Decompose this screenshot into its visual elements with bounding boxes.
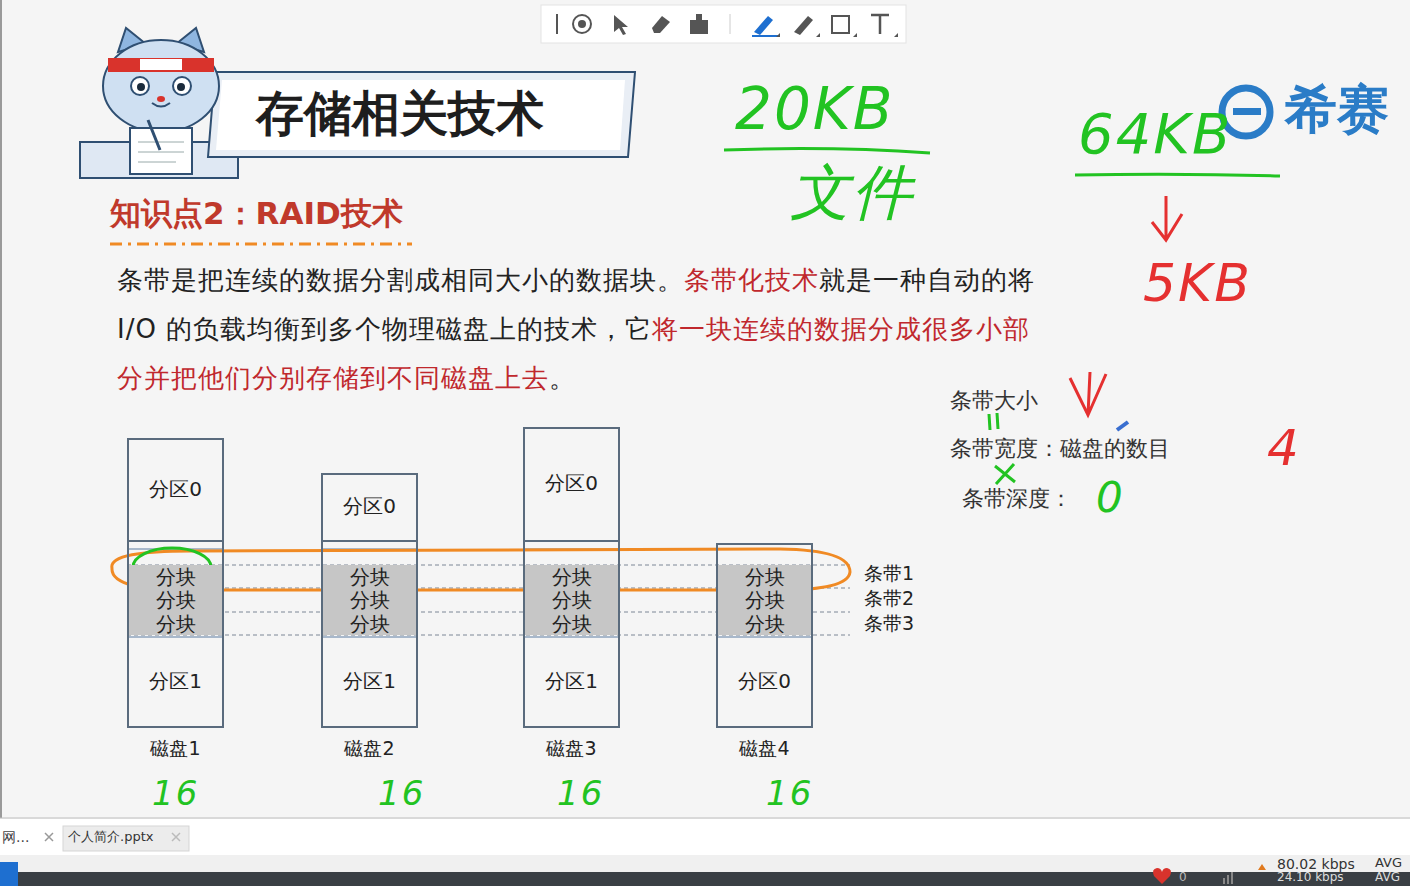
block-label: 分块: [350, 589, 390, 611]
network-rate: AVG: [1375, 856, 1402, 871]
partition-box: 分区0: [718, 635, 811, 728]
block-label: 分块: [745, 589, 785, 611]
paragraph: 条带是把连续的数据分割成相同大小的数据块。条带化技术就是一种自动的将 I/O 的…: [117, 256, 1042, 403]
block-label: 分块: [745, 566, 785, 588]
block-label: 分块: [552, 566, 592, 588]
stripe-label: 条带3: [864, 613, 914, 635]
term-label: 条带深度：: [962, 486, 1072, 511]
partition-box: 分区1: [525, 635, 618, 728]
stripe-block: 分块: [718, 588, 811, 612]
disk-label: 磁盘1: [119, 736, 232, 762]
handwritten-note: 16: [766, 774, 813, 813]
tab-label: 网...: [2, 829, 29, 845]
partition-label: 分区0: [149, 476, 202, 503]
partition-label: 分区1: [149, 668, 202, 695]
stripe-label: 条带2: [864, 588, 914, 610]
network-rate: 80.02 kbps: [1277, 856, 1355, 872]
network-rate: 24.10 kbps: [1277, 871, 1344, 885]
disk-label: 磁盘3: [515, 736, 628, 762]
stripe-block: 分块: [323, 588, 416, 612]
block-label: 分块: [552, 589, 592, 611]
stripe-block: 分块: [718, 612, 811, 635]
stripe-block: 分块: [525, 565, 618, 588]
network-rate: AVG: [1375, 871, 1400, 885]
partition-label: 分区1: [343, 668, 396, 695]
section-heading: 知识点2：RAID技术: [110, 196, 403, 232]
stripe-block: 分块: [525, 588, 618, 612]
handwritten-note: 16: [557, 774, 604, 813]
stripe-block: 分块: [129, 565, 222, 588]
block-label: 分块: [156, 566, 196, 588]
stripe-block: 分块: [323, 565, 416, 588]
body-text: 条带化技术: [684, 265, 819, 295]
body-text: 。: [549, 363, 576, 393]
stripe-label: 条带1: [864, 563, 914, 585]
term-label: 条带大小: [950, 388, 1038, 413]
partition-label: 分区0: [738, 668, 791, 695]
partition-box: 分区1: [323, 635, 416, 728]
block-label: 分块: [350, 613, 390, 635]
handwritten-note: 16: [378, 774, 425, 813]
partition-label: 分区0: [545, 470, 598, 497]
stripe-block: 分块: [129, 588, 222, 612]
handwritten-note: 4: [1267, 420, 1301, 478]
block-label: 分块: [156, 589, 196, 611]
tab-label: 个人简介.pptx: [68, 830, 153, 845]
block-label: 分块: [552, 613, 592, 635]
handwritten-note: 16: [152, 774, 199, 813]
disk-column: 磁盘4分块分块分块分区0: [716, 543, 813, 728]
status-count: 0: [1179, 871, 1187, 885]
disk-label: 磁盘2: [313, 736, 426, 762]
partition-box: 分区0: [323, 473, 416, 542]
partition-label: 分区0: [343, 493, 396, 520]
block-label: 分块: [745, 613, 785, 635]
term-label: 条带宽度：磁盘的数目: [950, 436, 1170, 461]
slide-title: 存储相关技术: [256, 86, 544, 141]
handwritten-note: 文件: [790, 158, 914, 227]
block-label: 分块: [156, 613, 196, 635]
logo-text: 希赛: [1285, 80, 1389, 140]
disk-column: 磁盘1分区0分块分块分块分区1: [127, 438, 224, 728]
disk-label: 磁盘4: [708, 736, 821, 762]
stripe-block: 分块: [323, 612, 416, 635]
handwritten-note: 20KB: [735, 76, 895, 143]
handwritten-note: 64KB: [1078, 102, 1232, 166]
handwritten-note: 5KB: [1143, 254, 1252, 314]
stripe-block: 分块: [129, 612, 222, 635]
disk-column: 磁盘3分区0分块分块分块分区1: [523, 427, 620, 728]
stripe-block: 分块: [718, 565, 811, 588]
partition-box: 分区1: [129, 635, 222, 728]
disk-column: 磁盘2分区0分块分块分块分区1: [321, 473, 418, 728]
partition-box: 分区0: [525, 427, 618, 542]
block-label: 分块: [350, 566, 390, 588]
stripe-block: 分块: [525, 612, 618, 635]
handwritten-note: 0: [1096, 474, 1125, 522]
body-text: 条带是把连续的数据分割成相同大小的数据块。: [117, 265, 684, 295]
partition-box: 分区0: [129, 438, 222, 542]
partition-label: 分区1: [545, 668, 598, 695]
